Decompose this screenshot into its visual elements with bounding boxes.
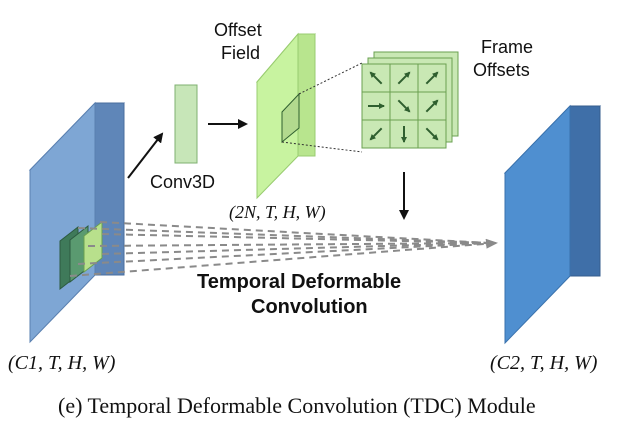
kernel-slice-front <box>83 220 103 274</box>
arrow-up-right-icon <box>397 71 411 85</box>
conv3d-label: Conv3D <box>150 172 216 192</box>
input-volume-front <box>29 101 96 344</box>
tdc-title-line2: Convolution <box>251 296 368 318</box>
sampling-line-6 <box>77 242 491 265</box>
zoom-line-bottom <box>281 141 363 153</box>
arrow-down-right-icon <box>397 99 411 113</box>
arrow-down-left-icon <box>369 127 383 141</box>
sampling-line-1 <box>77 227 491 244</box>
zoom-lines <box>281 62 363 153</box>
arrow-up-right-icon <box>425 71 439 85</box>
offset-field-dims: (2N, T, H, W) <box>229 202 326 222</box>
sampling-line-3 <box>101 233 491 244</box>
frame-offsets-title-line2: Offsets <box>473 60 530 80</box>
frame-offsets-title-line1: Frame <box>481 37 534 57</box>
offset-field-patch <box>281 92 300 144</box>
offset-field-title-line2: Field <box>221 43 261 63</box>
offset-field-volume <box>255 32 317 200</box>
arrow-up-left-icon <box>369 71 383 85</box>
arrow-up-right-icon <box>425 99 439 113</box>
offset-field-front <box>256 32 299 200</box>
sampling-lines <box>69 221 498 277</box>
output-feature-volume <box>503 104 602 345</box>
input-feature-volume <box>28 101 126 344</box>
output-volume-side <box>569 105 601 277</box>
input-dims: (C1, T, H, W) <box>8 352 116 374</box>
offset-field-side <box>297 33 316 157</box>
sampling-line-5 <box>101 242 491 255</box>
offset-grid-cell <box>417 91 447 121</box>
tdc-title-line1: Temporal Deformable <box>197 271 402 293</box>
output-volume-front <box>504 104 571 345</box>
arrow-down-right-icon <box>425 127 439 141</box>
output-dims: (C2, T, H, W) <box>490 352 598 374</box>
frame-offsets-grid <box>361 51 459 149</box>
arrow-input-to-conv3d <box>127 132 164 179</box>
figure-caption: (e) Temporal Deformable Convolution (TDC… <box>58 393 536 418</box>
sampling-line-2 <box>99 221 491 244</box>
conv3d-box <box>174 84 198 164</box>
offset-field-title-line1: Offset <box>214 20 262 40</box>
